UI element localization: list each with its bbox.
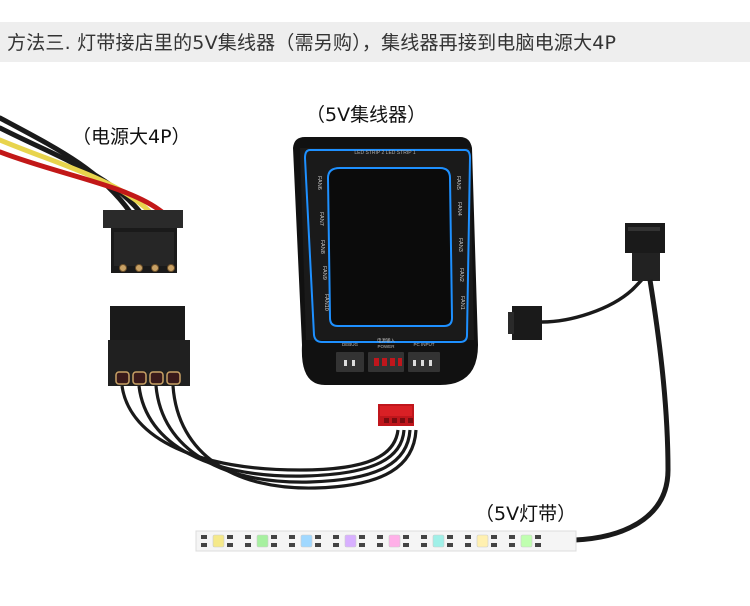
- red-connector: [378, 404, 414, 426]
- led-chip: [477, 535, 488, 547]
- hub-fan-label: FAN1: [459, 296, 465, 310]
- hub-fan-label: FAN3: [457, 238, 463, 252]
- argb-connector: [625, 223, 665, 281]
- led-pad: [315, 535, 321, 539]
- led-pad: [421, 543, 427, 547]
- port-label-power-cn: 电源输入: [377, 337, 395, 344]
- led-pad: [491, 543, 497, 547]
- led-chip: [433, 535, 444, 547]
- led-pad: [509, 535, 515, 539]
- led-pad: [289, 535, 295, 539]
- hub-top-label: LED STRIP 2 LED STRIP 1: [354, 150, 415, 156]
- molex-to-hub-wires: [122, 386, 416, 488]
- led-pad: [535, 543, 541, 547]
- hub-fan-label: FAN2: [458, 268, 464, 282]
- led-pad: [421, 535, 427, 539]
- led-strip: [196, 531, 576, 551]
- led-pad: [227, 543, 233, 547]
- led-pad: [359, 543, 365, 547]
- hub-fan-label: FAN4: [456, 202, 462, 216]
- hub-fan-label: FAN6: [316, 176, 322, 190]
- port-label-power: POWER: [377, 344, 395, 349]
- led-chip: [213, 535, 224, 547]
- led-pad: [403, 543, 409, 547]
- led-pad: [315, 543, 321, 547]
- led-pad: [377, 535, 383, 539]
- port-label-debug: DEBUG: [342, 342, 359, 347]
- led-pad: [227, 535, 233, 539]
- led-pad: [447, 543, 453, 547]
- led-pad: [359, 535, 365, 539]
- led-pad: [535, 535, 541, 539]
- led-chip: [301, 535, 312, 547]
- led-pad: [447, 535, 453, 539]
- led-pad: [271, 543, 277, 547]
- led-pad: [271, 535, 277, 539]
- led-pad: [289, 543, 295, 547]
- led-pad: [377, 543, 383, 547]
- led-pad: [403, 535, 409, 539]
- port-label-pc-input: PC INPUT: [413, 342, 434, 347]
- led-pad: [245, 543, 251, 547]
- hub-fan-label: FAN5: [455, 176, 461, 190]
- small-3pin-connector: [508, 306, 542, 340]
- led-pad: [465, 535, 471, 539]
- psu-wires: [0, 118, 162, 212]
- led-chip: [257, 535, 268, 547]
- hub-fan-label: FAN9: [321, 266, 327, 280]
- hub-fan-label: FAN7: [318, 212, 324, 226]
- led-pad: [465, 543, 471, 547]
- led-pad: [333, 535, 339, 539]
- psu-molex-connector: [103, 210, 183, 273]
- led-chip: [521, 535, 532, 547]
- led-chip: [345, 535, 356, 547]
- led-chip: [389, 535, 400, 547]
- hub-5v: LED STRIP 2 LED STRIP 1 FAN6 FAN7 FAN8 F…: [293, 137, 478, 385]
- hub-fan-label: FAN10: [323, 294, 329, 311]
- led-pad: [333, 543, 339, 547]
- led-pad: [509, 543, 515, 547]
- hub-molex-connector: [108, 306, 190, 386]
- led-pad: [245, 535, 251, 539]
- led-pad: [201, 543, 207, 547]
- strip-cable: [575, 280, 668, 540]
- hub-fan-label: FAN8: [319, 240, 325, 254]
- led-pad: [491, 535, 497, 539]
- led-pad: [201, 535, 207, 539]
